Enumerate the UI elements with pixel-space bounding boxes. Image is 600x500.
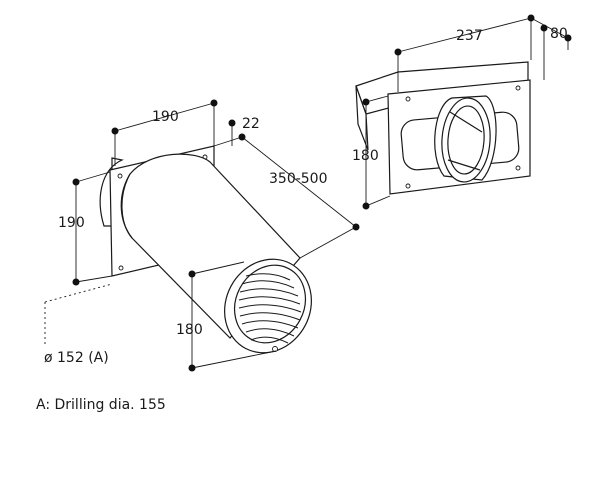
dimension-markers: [72, 14, 572, 372]
grille-louvres: [238, 273, 302, 344]
flange-screw-hole: [515, 85, 521, 91]
dim-wall-plate-height: 190: [58, 215, 85, 231]
flange-screw-hole: [405, 96, 411, 102]
drilling-note: A: Drilling dia. 155: [36, 397, 166, 413]
dim-pipe-length: 350-500: [269, 171, 328, 187]
dim-diameter: ø 152 (A): [44, 350, 109, 366]
wall-outlet-assembly: [99, 145, 312, 354]
spigot-baffle: [447, 111, 483, 171]
dim-plate-depth: 22: [242, 116, 260, 132]
plate-screw-hole: [117, 173, 123, 179]
dimension-lines: [44, 17, 569, 369]
spigot-inner-lip: [447, 105, 485, 175]
flange-screw-hole: [515, 165, 521, 171]
flange-screw-hole: [405, 183, 411, 189]
spigot-mouth: [441, 97, 491, 183]
dim-wall-plate-width: 190: [152, 109, 179, 125]
adapter-side: [355, 85, 369, 151]
dim-adapter-depth: 80: [550, 26, 568, 42]
dim-adapter-width: 237: [456, 28, 483, 44]
dim-adapter-height: 180: [352, 148, 379, 164]
pipe-rear-edge: [121, 173, 133, 239]
duct-adapter-assembly: [355, 61, 531, 195]
dim-grille-height: 180: [176, 322, 203, 338]
plate-screw-hole: [118, 265, 124, 271]
grille-inner: [233, 264, 307, 344]
